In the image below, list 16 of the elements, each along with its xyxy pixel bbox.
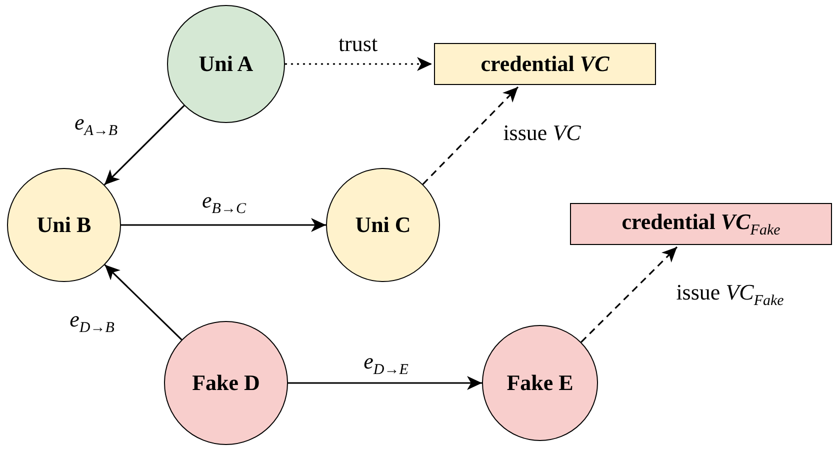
node-label: Uni C xyxy=(355,212,411,238)
arrow xyxy=(104,105,185,186)
arrow xyxy=(288,376,482,390)
credential-box xyxy=(434,43,656,85)
node-label: Fake D xyxy=(192,370,260,396)
credential-box xyxy=(570,203,832,245)
node-label: credential VC$_{Fake}$ xyxy=(622,208,780,240)
arrow xyxy=(121,218,326,232)
arrow xyxy=(422,86,519,185)
node-label: Uni B xyxy=(36,212,92,238)
arrow xyxy=(580,246,678,343)
node-label: Fake E xyxy=(506,370,574,396)
node-label: credential VC xyxy=(480,51,610,77)
arrow xyxy=(104,264,182,340)
arrow xyxy=(285,57,432,71)
node-label: Uni A xyxy=(198,51,254,77)
